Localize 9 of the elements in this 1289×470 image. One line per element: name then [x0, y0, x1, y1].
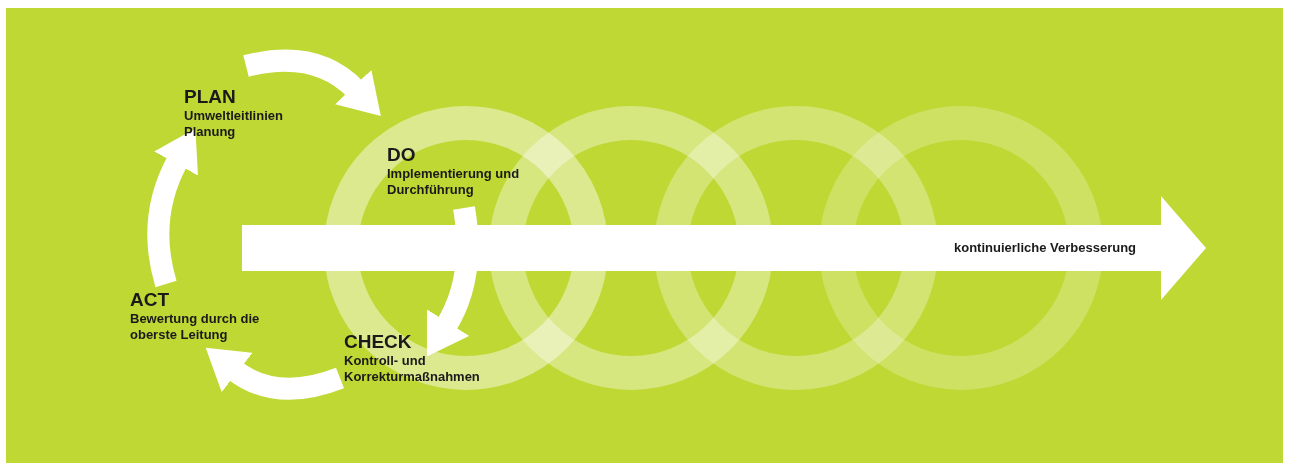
stage-title: DO [387, 144, 417, 166]
stage-title: CHECK [344, 331, 413, 353]
stage-description: Bewertung durch die oberste Leitung [130, 311, 261, 343]
arrow-label: kontinuierliche Verbesserung [954, 240, 1137, 255]
stage-title: ACT [130, 289, 171, 311]
stage-title: PLAN [184, 86, 237, 108]
stage-description: Kontroll- und Korrekturmaßnahmen [344, 353, 481, 385]
stage-description: Implementierung und Durchführung [387, 166, 521, 198]
stage-description: Umweltleitlinien Planung [184, 108, 284, 140]
